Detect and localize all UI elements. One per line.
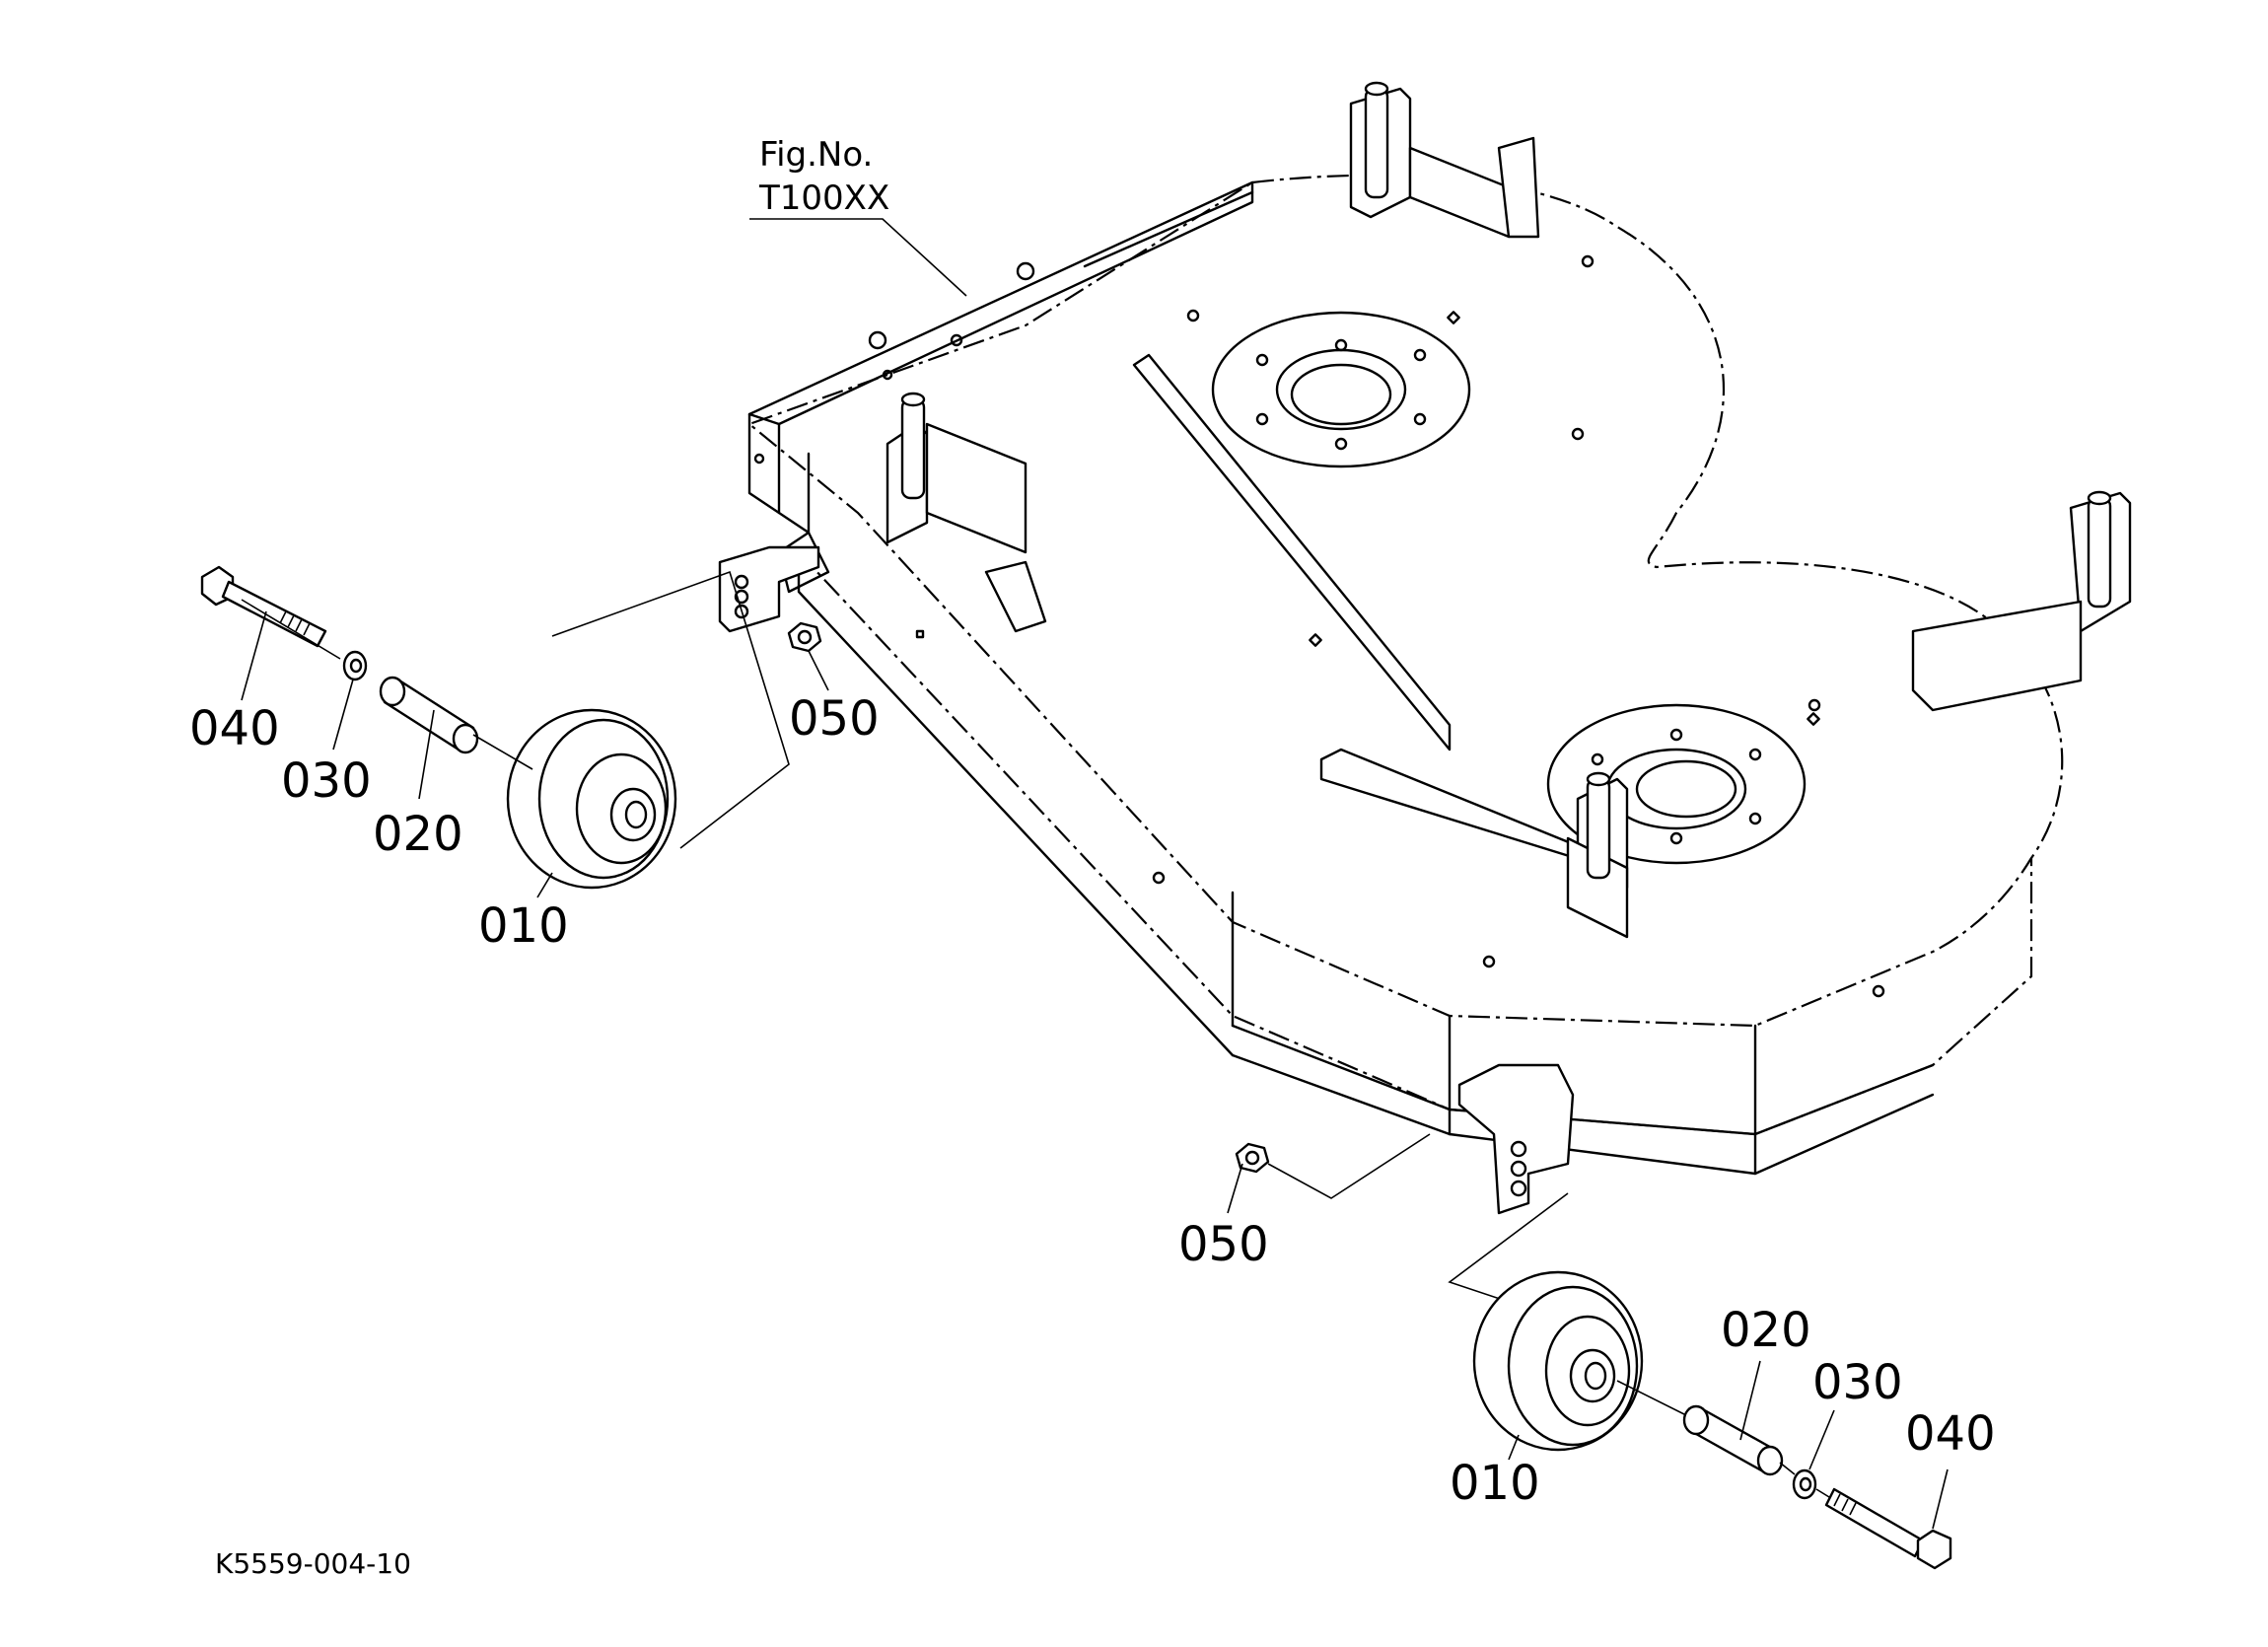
left-washer-030 [342, 650, 368, 681]
front-left-bracket [777, 531, 830, 594]
rear-spindle-plate [1211, 311, 1471, 468]
callout-left-040: 040 [189, 701, 280, 756]
left-wheel-assembly [200, 545, 829, 898]
right-washer-030 [1792, 1468, 1817, 1500]
mower-deck [746, 81, 2132, 1176]
fig-number: T100XX [758, 179, 889, 218]
fig-no-label: Fig.No. [759, 135, 873, 175]
left-spacer-020 [379, 676, 479, 754]
left-wheel-bracket [718, 545, 820, 633]
right-wheel-010 [1472, 1270, 1644, 1452]
callout-right-030: 030 [1812, 1355, 1903, 1410]
right-spacer-020 [1682, 1404, 1784, 1476]
deck-top-outline [746, 174, 2064, 1028]
figure-reference: Fig.No. T100XX [749, 135, 967, 297]
front-spindle-plate [1546, 703, 1807, 865]
callout-right-010: 010 [1450, 1456, 1540, 1511]
callout-left-050: 050 [789, 691, 880, 747]
right-wheel-bracket [1457, 1063, 1575, 1215]
left-bolt-040 [200, 565, 327, 648]
left-rail [747, 180, 1254, 426]
callout-right-050: 050 [1178, 1217, 1269, 1272]
drawing-code: K5559-004-10 [215, 1547, 411, 1580]
callout-right-020: 020 [1721, 1303, 1811, 1358]
callout-labels: 040 030 020 010 050 050 020 030 040 010 [189, 691, 1996, 1511]
left-wheel-010 [506, 708, 677, 890]
callout-right-040: 040 [1905, 1406, 1996, 1462]
right-nut-050 [1235, 1142, 1270, 1174]
callout-left-020: 020 [373, 807, 463, 862]
left-nut-050 [787, 621, 822, 653]
callout-left-010: 010 [478, 898, 569, 954]
right-bolt-040 [1824, 1487, 1952, 1570]
callout-left-030: 030 [281, 753, 372, 809]
deck-skirt [798, 551, 2033, 1136]
right-wheel-assembly [1227, 1063, 1952, 1570]
baffle [1132, 353, 1452, 752]
